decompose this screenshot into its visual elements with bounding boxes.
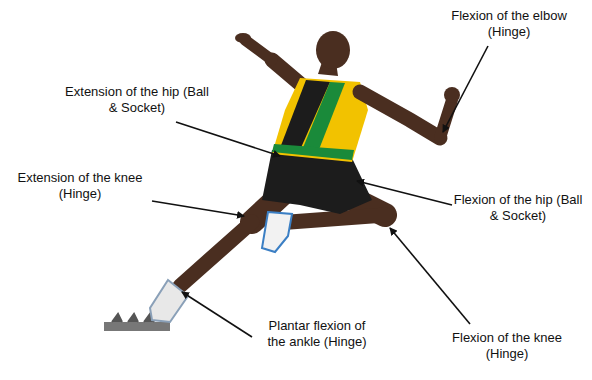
leader-line	[152, 201, 244, 216]
leader-line	[357, 181, 452, 205]
head	[316, 31, 350, 76]
front-shoe	[262, 212, 292, 252]
leader-line	[182, 292, 252, 337]
shorts	[262, 150, 372, 214]
front-arm	[360, 87, 460, 138]
leader-line	[176, 122, 280, 156]
joint-action-label: Flexion of the hip (Ball & Socket)	[448, 192, 588, 224]
joint-action-label: Extension of the knee (Hinge)	[8, 170, 152, 202]
back-arm	[235, 33, 305, 88]
leader-line	[443, 46, 488, 132]
joint-action-label: Flexion of the knee (Hinge)	[440, 330, 574, 362]
joint-action-label: Flexion of the elbow (Hinge)	[440, 8, 578, 40]
joint-action-label: Plantar flexion of the ankle (Hinge)	[258, 318, 376, 350]
leader-line	[390, 228, 470, 324]
rear-shoe	[150, 280, 188, 322]
joint-action-label: Extension of the hip (Ball & Socket)	[62, 84, 212, 116]
